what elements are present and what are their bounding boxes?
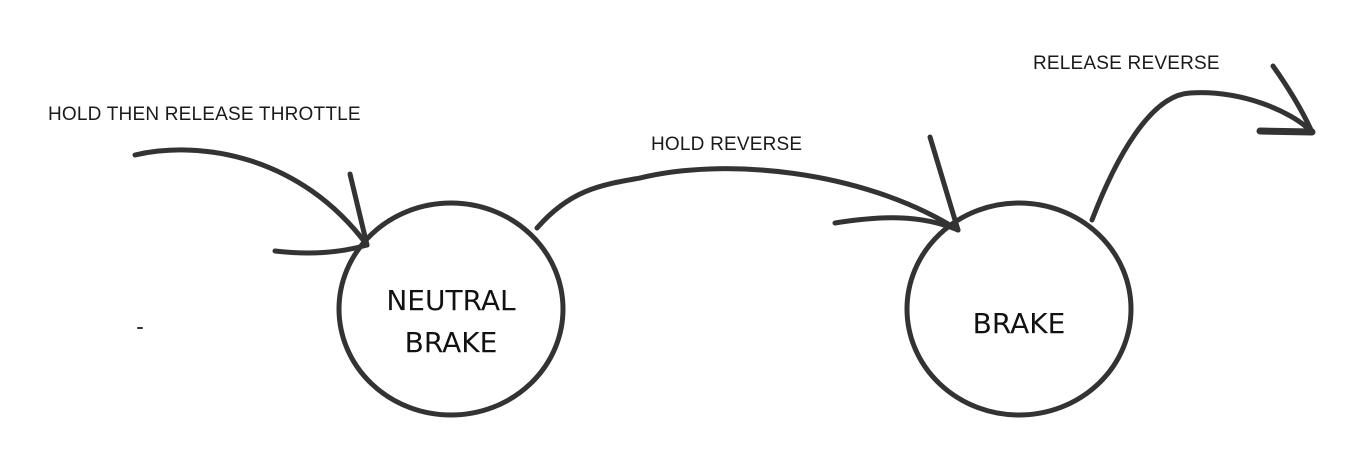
transition-exit-arrowhead-lower xyxy=(1256,127,1316,136)
transition-entry-label: HOLD THEN RELEASE THROTTLE xyxy=(48,104,361,125)
state-brake-line-1: BRAKE xyxy=(972,307,1066,340)
transition-neutral-to-brake-arrowhead-lower xyxy=(832,215,961,233)
transition-exit-line xyxy=(1089,90,1315,223)
state-brake-circle xyxy=(904,200,1134,418)
transition-entry-line xyxy=(132,147,370,248)
state-brake-label: BRAKE xyxy=(919,303,1119,345)
transition-entry-arrowhead-upper xyxy=(347,171,370,248)
state-neutral-brake-line-2: BRAKE xyxy=(404,326,498,359)
transition-entry-arrowhead-lower xyxy=(272,242,370,256)
state-neutral-brake-label: NEUTRAL BRAKE xyxy=(351,280,551,364)
transition-neutral-to-brake-line xyxy=(534,166,961,233)
transition-exit-label: RELEASE REVERSE xyxy=(1033,53,1220,74)
state-neutral-brake-circle xyxy=(336,200,566,418)
state-neutral-brake-line-1: NEUTRAL xyxy=(386,284,516,317)
transition-neutral-to-brake-label: HOLD REVERSE xyxy=(651,134,803,155)
transition-neutral-to-brake-arrowhead-upper xyxy=(927,134,961,233)
transition-exit-arrowhead-upper xyxy=(1270,63,1315,135)
